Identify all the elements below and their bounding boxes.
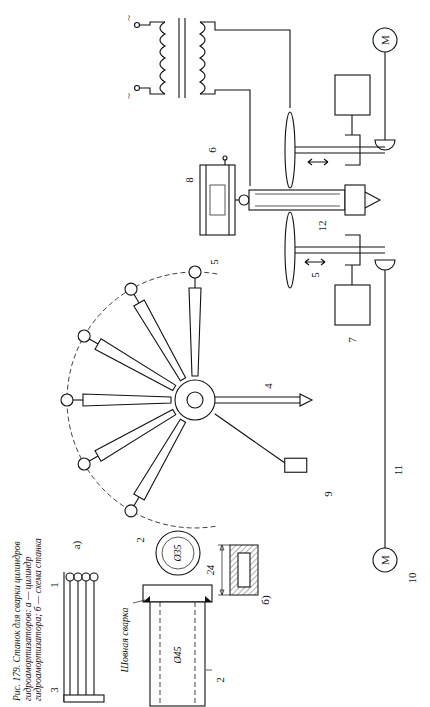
dimension-label: Шовная сварка [120,606,130,673]
callout-number: а) [71,540,82,551]
dimension-label: Ø45 [173,645,183,664]
callout-number: 9 [323,490,334,498]
figure-caption: Рис. 179. Станок для сварки цилиндров ги… [12,529,44,701]
callout-number: 6 [207,146,218,154]
motor-symbol-text: М [380,34,391,46]
callout-number: 2 [135,536,146,544]
callout-number: 12 [317,220,328,233]
callout-number: 2 [215,676,226,684]
callout-number: 11 [393,464,404,477]
callout-number: 4 [263,382,274,390]
rod-stack [64,572,104,702]
motor-symbol-text: М [380,554,391,566]
damper-cylinder [133,531,258,706]
callout-number: 10 [407,572,418,585]
dimension-label: 24 [206,564,216,576]
pneumatic-cylinder [200,156,240,235]
ac-terminal-mark: ~ [123,92,134,100]
callout-number: 1 [49,581,60,589]
rotary-turret [61,266,312,528]
callout-number: 8 [184,176,195,184]
workpiece-spindle [239,185,380,215]
dimension-label: Ø35 [173,543,183,562]
callout-number: 7 [347,336,358,344]
callout-number: 5 [209,258,220,266]
roller-electrode [285,212,397,572]
callout-number: б) [260,594,271,605]
ac-terminal-mark: ~ [123,14,134,22]
callout-number: 5 [310,271,321,279]
roller-electrode [285,28,397,188]
callout-number: 3 [49,686,60,694]
transformer [135,18,291,186]
